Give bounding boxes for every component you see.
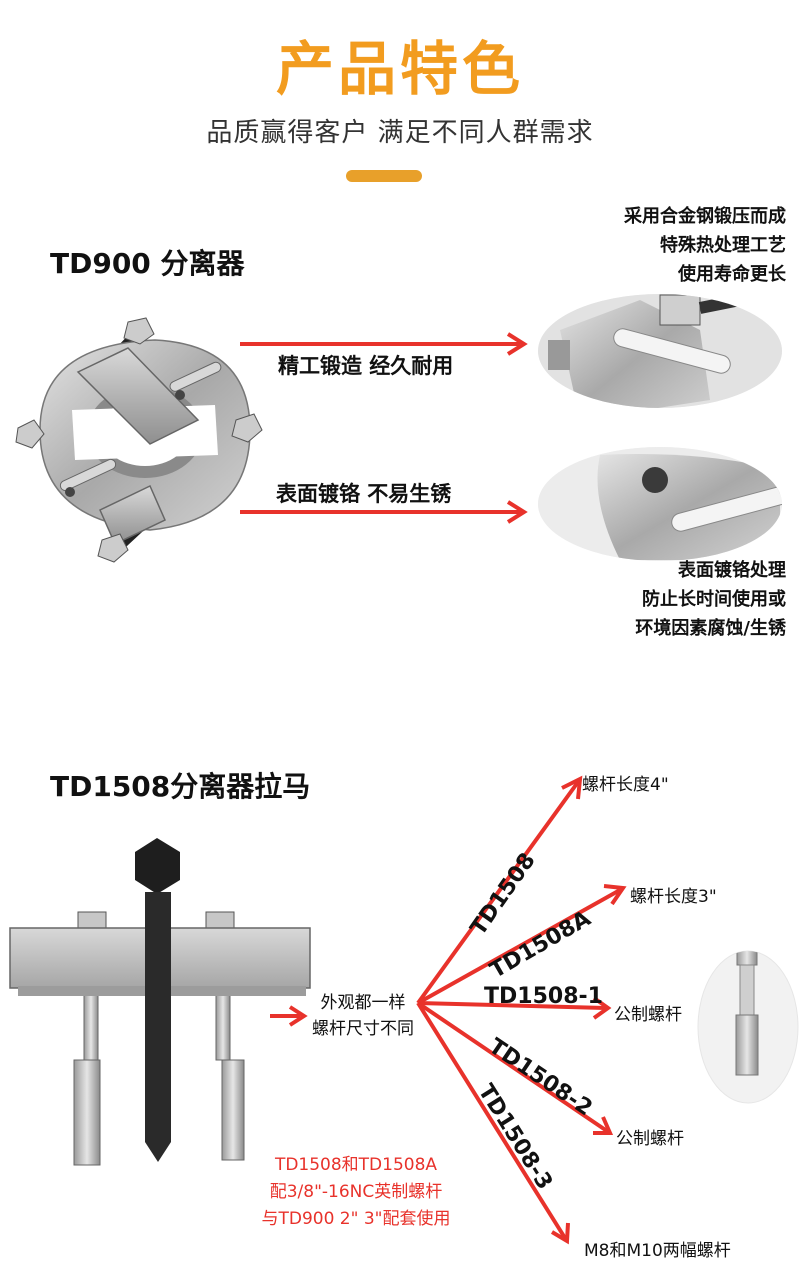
target-label-3in: 螺杆长度3" — [630, 887, 717, 907]
arrow-chrome — [240, 500, 528, 524]
note-line: 环境因素腐蚀/生锈 — [635, 618, 786, 639]
compatibility-note: TD1508和TD1508A 配3/8"-16NC英制螺杆 与TD900 2" … — [236, 1152, 476, 1233]
center-label-line: 螺杆尺寸不同 — [312, 1019, 414, 1039]
arrow-label-chrome: 表面镀铬 不易生锈 — [276, 482, 452, 506]
td1508-puller-image — [9, 838, 311, 1166]
arrow-td1508-2 — [416, 1001, 614, 1135]
target-label-m8-m10: M8和M10两幅螺杆 — [584, 1241, 731, 1261]
note-line: 特殊热处理工艺 — [660, 235, 786, 256]
detail-bolt-image — [697, 950, 799, 1104]
arrow-td1508 — [416, 775, 583, 1005]
model-label-td1508-1: TD1508-1 — [484, 984, 603, 1009]
page-subtitle: 品质赢得客户 满足不同人群需求 — [206, 118, 594, 148]
note-line: 配3/8"-16NC英制螺杆 — [269, 1182, 443, 1202]
arrow-forged — [240, 332, 528, 356]
arrow-to-center — [270, 1005, 308, 1027]
td900-separator-image — [15, 317, 263, 563]
note-line: 防止长时间使用或 — [642, 589, 786, 610]
note-line: 表面镀铬处理 — [678, 560, 786, 581]
note-line: 与TD900 2" 3"配套使用 — [261, 1209, 451, 1229]
note-line: 采用合金钢锻压而成 — [624, 206, 786, 227]
arrow-td1508-1 — [417, 996, 612, 1020]
detail-forged-image — [538, 294, 782, 408]
target-label-metric-1: 公制螺杆 — [614, 1005, 682, 1025]
center-label-line: 外观都一样 — [320, 993, 406, 1013]
section2-title: TD1508分离器拉马 — [50, 770, 311, 803]
page-title: 产品特色 — [275, 35, 524, 103]
center-label: 外观都一样 螺杆尺寸不同 — [312, 990, 414, 1042]
arrow-td1508-3 — [416, 1001, 570, 1245]
note-chrome: 表面镀铬处理 防止长时间使用或 环境因素腐蚀/生锈 — [635, 556, 786, 643]
arrow-td1508a — [417, 884, 627, 1005]
detail-chrome-image — [538, 447, 782, 561]
accent-bar — [346, 170, 422, 182]
arrow-label-forged: 精工锻造 经久耐用 — [278, 354, 454, 378]
note-line: 使用寿命更长 — [678, 264, 786, 285]
note-forged: 采用合金钢锻压而成 特殊热处理工艺 使用寿命更长 — [624, 202, 786, 289]
section1-title: TD900 分离器 — [50, 247, 245, 280]
target-label-4in: 螺杆长度4" — [582, 775, 669, 795]
target-label-metric-2: 公制螺杆 — [616, 1129, 684, 1149]
note-line: TD1508和TD1508A — [274, 1155, 438, 1175]
